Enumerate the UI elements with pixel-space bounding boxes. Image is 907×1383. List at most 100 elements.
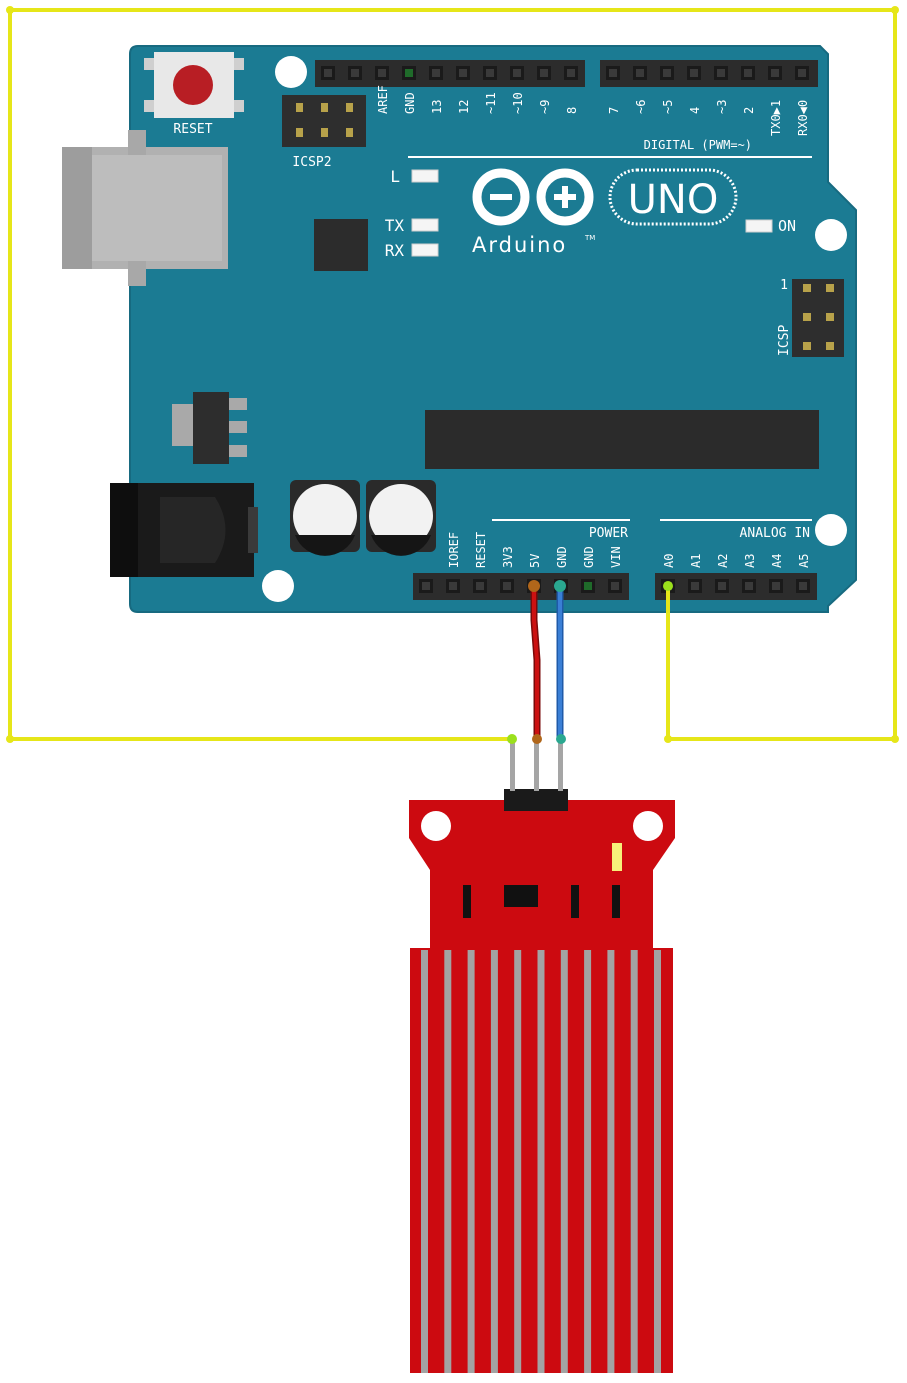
power-header-socket[interactable] <box>473 579 487 593</box>
wire-bend-point <box>891 6 899 14</box>
usb-chip <box>314 219 368 271</box>
analog-pin-label: A4 <box>770 554 784 568</box>
digital-pin-label: TX0▶1 <box>769 100 783 136</box>
power-pin-label: GND <box>555 546 569 568</box>
mounting-hole <box>815 219 847 251</box>
digital-pin-label: GND <box>403 92 417 114</box>
voltage-regulator <box>172 392 247 464</box>
sensor-mounting-hole <box>421 811 451 841</box>
power-header-socket[interactable] <box>608 579 622 593</box>
digital-header-socket[interactable] <box>768 66 782 80</box>
wire-bend-point <box>664 735 672 743</box>
uno-badge <box>608 168 738 226</box>
power-wire-5v-core <box>532 584 539 741</box>
sensor-pin-signal <box>510 739 515 791</box>
sensor-trace <box>630 950 638 1373</box>
power-header-socket[interactable] <box>581 579 595 593</box>
analog-header-socket[interactable] <box>769 579 783 593</box>
digital-header-socket[interactable] <box>456 66 470 80</box>
digital-pin-label: ~5 <box>661 100 675 114</box>
sensor-trace <box>584 950 592 1373</box>
digital-pin-label: AREF <box>376 85 390 114</box>
digital-pin-label: ~9 <box>538 100 552 114</box>
digital-header-socket[interactable] <box>510 66 524 80</box>
digital-header-socket[interactable] <box>660 66 674 80</box>
digital-header-right <box>600 60 818 87</box>
digital-pin-label: ~6 <box>634 100 648 114</box>
reset-label: RESET <box>173 122 212 137</box>
connection-point <box>663 581 673 591</box>
digital-header-label: DIGITAL (PWM=~) <box>644 138 752 152</box>
mounting-hole <box>815 514 847 546</box>
digital-pin-label: 2 <box>742 107 756 114</box>
analog-header-socket[interactable] <box>688 579 702 593</box>
led-l-label: L <box>390 167 400 186</box>
microcontroller-chip <box>425 410 819 469</box>
power-header-socket[interactable] <box>419 579 433 593</box>
wire-bend-point <box>6 6 14 14</box>
connection-point <box>532 734 542 744</box>
led-tx-label: TX <box>385 216 405 235</box>
power-header-socket[interactable] <box>446 579 460 593</box>
mounting-hole <box>262 570 294 602</box>
sensor-resistor <box>612 885 620 918</box>
sensor-resistor <box>463 885 471 918</box>
reset-button[interactable] <box>144 52 244 118</box>
power-header-label: POWER <box>589 526 628 541</box>
digital-header-socket[interactable] <box>402 66 416 80</box>
digital-pin-label: RX0◀0 <box>796 100 810 136</box>
capacitor <box>290 480 360 556</box>
digital-header-socket[interactable] <box>606 66 620 80</box>
digital-header-socket[interactable] <box>429 66 443 80</box>
sensor-trace <box>514 950 522 1373</box>
digital-pin-label: 12 <box>457 100 471 114</box>
digital-header-socket[interactable] <box>795 66 809 80</box>
power-pin-label: GND <box>582 546 596 568</box>
power-header <box>413 573 629 600</box>
digital-header-socket[interactable] <box>321 66 335 80</box>
digital-pin-label: 7 <box>607 107 621 114</box>
led-on-label: ON <box>778 217 796 235</box>
sensor-pin-header <box>504 789 568 811</box>
connection-point <box>528 580 540 592</box>
mounting-hole <box>275 56 307 88</box>
led-on <box>745 219 773 233</box>
power-pin-label: VIN <box>609 546 623 568</box>
power-pin-label: IOREF <box>447 532 461 568</box>
digital-pin-label: 8 <box>565 107 579 114</box>
analog-header-label: ANALOG IN <box>740 526 810 541</box>
analog-pin-label: A0 <box>662 554 676 568</box>
sensor-power-led <box>612 843 622 871</box>
power-pin-label: RESET <box>474 532 488 568</box>
analog-header-socket[interactable] <box>742 579 756 593</box>
trademark-label: TM <box>584 234 595 242</box>
connection-point <box>507 734 517 744</box>
arduino-logo-icon <box>472 168 594 226</box>
digital-header-socket[interactable] <box>564 66 578 80</box>
digital-header-socket[interactable] <box>633 66 647 80</box>
power-header-socket[interactable] <box>500 579 514 593</box>
analog-header <box>655 573 817 600</box>
digital-header-socket[interactable] <box>537 66 551 80</box>
icsp2-label: ICSP2 <box>292 155 331 170</box>
water-level-sensor <box>409 739 675 1373</box>
digital-header-socket[interactable] <box>687 66 701 80</box>
sensor-trace <box>421 950 428 1373</box>
wires <box>6 6 899 744</box>
power-pin-label: 3V3 <box>501 546 515 568</box>
digital-pin-label: ~10 <box>511 92 525 114</box>
capacitor <box>366 480 436 556</box>
power-pin-label: 5V <box>528 554 542 568</box>
digital-header-socket[interactable] <box>483 66 497 80</box>
digital-header-socket[interactable] <box>741 66 755 80</box>
analog-header-socket[interactable] <box>796 579 810 593</box>
icsp2-header <box>282 95 366 147</box>
led-rx <box>411 243 439 257</box>
analog-header-socket[interactable] <box>715 579 729 593</box>
digital-pin-label: ~11 <box>484 92 498 114</box>
sensor-trace <box>467 950 475 1373</box>
digital-header-socket[interactable] <box>714 66 728 80</box>
digital-header-socket[interactable] <box>348 66 362 80</box>
analog-pin-label: A3 <box>743 554 757 568</box>
digital-header-socket[interactable] <box>375 66 389 80</box>
